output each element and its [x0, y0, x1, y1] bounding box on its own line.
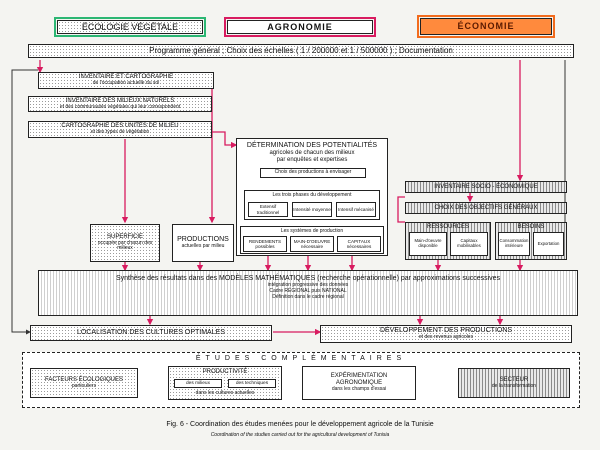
ecologie-header: ÉCOLOGIE VÉGÉTALE: [57, 20, 203, 34]
productions-subtitle: actuelles par milieu: [181, 243, 225, 250]
programme-label: Programme général ; Choix des échelles (…: [149, 46, 453, 56]
agronomie-label: AGRONOMIE: [267, 21, 333, 32]
experimentation-subtitle: AGRONOMIQUE: [335, 380, 383, 387]
productions-box: PRODUCTIONS actuelles par milieu: [172, 224, 234, 262]
inventaire-socio-label: INVENTAIRE SOCIO - ÉCONOMIQUE: [434, 183, 538, 190]
ecologie-label: ÉCOLOGIE VÉGÉTALE: [81, 21, 179, 32]
besoins-title: BESOINS: [517, 224, 545, 230]
caption-main: Fig. 6 - Coordination des études menées …: [166, 421, 434, 428]
phase-intensif-label: Intensif mécanisé: [338, 206, 374, 212]
systeme-main-oeuvre: MAIN-D'OEUVRE nécessaire: [290, 236, 334, 252]
facteurs-subtitle: particuliers: [71, 382, 97, 389]
superficie-subtitle: occupée par chacun des milieux: [97, 239, 153, 252]
experimentation-detail: dans les champs d'essai: [331, 386, 387, 393]
choix-productions-box: Choix des productions à envisager: [260, 168, 366, 178]
choix-productions-label: Choix des productions à envisager: [274, 169, 352, 176]
economie-label: ÉCONOMIE: [457, 21, 515, 32]
besoin-consommation-label: Consommation intérieure: [499, 238, 529, 248]
figure-caption: Fig. 6 - Coordination des études menées …: [0, 421, 600, 428]
productivite-cultures: dans les cultures actuelles: [174, 389, 276, 398]
ressource-main-oeuvre-label: Main-d'oeuvre disponible: [414, 238, 442, 248]
ressource-capitaux-label: Capitaux mobilisables: [457, 238, 481, 248]
ressource-main-oeuvre: Main-d'oeuvre disponible: [409, 232, 447, 256]
productivite-title: PRODUCTIVITÉ: [202, 369, 248, 375]
productivite-milieux: des milieux: [174, 379, 222, 388]
synthese-integration: intégration progressive des données: [267, 282, 349, 289]
synthese-box: Synthèse des résultats dans des MODÈLES …: [38, 270, 578, 316]
phase-intensite-moyenne: Intensité moyenne: [292, 202, 332, 217]
arrow-carto-to-determination: [210, 131, 238, 149]
productivite-techniques: des techniques: [228, 379, 276, 388]
determination-title: DÉTERMINATION DES POTENTIALITÉS: [246, 142, 378, 149]
choix-objectifs-label: CHOIX DES OBJECTIFS GÉNÉRAUX: [434, 204, 538, 211]
synthese-cadre: Cadre RÉGIONAL puis NATIONAL: [269, 287, 347, 294]
ressource-capitaux: Capitaux mobilisables: [450, 232, 488, 256]
inventaire-cartographie-box: INVENTAIRE ET CARTOGRAPHIE de l'occupati…: [38, 72, 214, 89]
inventaire-socio-box: INVENTAIRE SOCIO - ÉCONOMIQUE: [405, 181, 567, 193]
carto-subtitle: et des types de végétation: [90, 129, 150, 136]
phase-extensif: Extensif traditionnel: [248, 202, 288, 217]
secteur-box: SECTEUR de la transformation: [458, 368, 570, 398]
milieux-subtitle: et des communautés végétales qui leur co…: [59, 103, 181, 110]
carto-title: CARTOGRAPHIE DES UNITÉS DE MILIEU: [61, 123, 179, 130]
cartographie-unites-box: CARTOGRAPHIE DES UNITÉS DE MILIEU et des…: [28, 121, 212, 138]
etudes-title: ÉTUDES COMPLÉMENTAIRES: [195, 355, 407, 362]
experimentation-title: EXPÉRIMENTATION: [330, 373, 388, 380]
systemes-title: Les systèmes de production: [280, 228, 344, 234]
synthese-definition: Définition dans le cadre régional: [272, 293, 344, 300]
milieux-title: INVENTAIRE DES MILIEUX NATURELS: [65, 97, 175, 104]
phase-intensif: Intensif mécanisé: [336, 202, 376, 217]
superficie-box: SUPERFICIE occupée par chacun des milieu…: [90, 224, 160, 262]
agronomie-header: AGRONOMIE: [227, 20, 373, 34]
determination-sub1: agricoles de chacun des milieux: [269, 150, 355, 157]
productivite-cultures-label: dans les cultures actuelles: [195, 389, 255, 396]
phase-extensif-label: Extensif traditionnel: [256, 204, 280, 215]
phases-title: Les trois phases du développement: [272, 192, 352, 198]
determination-sub2: par enquêtes et expertises: [276, 156, 348, 163]
productions-title: PRODUCTIONS: [177, 236, 229, 244]
inventaire-milieux-box: INVENTAIRE DES MILIEUX NATURELS et des c…: [28, 96, 212, 112]
economie-header: ÉCONOMIE: [420, 18, 552, 35]
productivite-milieux-label: des milieux: [186, 380, 210, 386]
systeme-capitaux: CAPITAUX nécessaires: [337, 236, 381, 252]
secteur-subtitle: de la transformation: [491, 382, 537, 389]
systeme-rendements: RENDEMENTS possibles: [243, 236, 287, 252]
localisation-label: LOCALISATION DES CULTURES OPTIMALES: [77, 328, 225, 336]
developpement-subtitle: et des revenus agricoles: [418, 334, 474, 341]
caption-sub: Coordination of the studies carried out …: [210, 432, 390, 438]
phase-intensite-label: Intensité moyenne: [293, 206, 331, 212]
inventaire-title: INVENTAIRE ET CARTOGRAPHIE: [78, 74, 174, 81]
choix-objectifs-box: CHOIX DES OBJECTIFS GÉNÉRAUX: [405, 202, 567, 214]
programme-bar: Programme général ; Choix des échelles (…: [28, 44, 574, 58]
experimentation-box: EXPÉRIMENTATION AGRONOMIQUE dans les cha…: [302, 366, 416, 400]
besoin-exportation: Exportation: [533, 232, 564, 256]
synthese-main: Synthèse des résultats dans des MODÈLES …: [115, 275, 501, 282]
developpement-box: DÉVELOPPEMENT DES PRODUCTIONS et des rev…: [320, 325, 572, 343]
besoin-exportation-label: Exportation: [537, 240, 560, 246]
inventaire-subtitle: de l'occupation actuelle du sol: [92, 80, 160, 87]
facteurs-ecologiques-box: FACTEURS ÉCOLOGIQUES particuliers: [30, 368, 138, 398]
secteur-title: SECTEUR: [499, 376, 529, 383]
systeme-rendements-label: RENDEMENTS possibles: [248, 238, 282, 249]
facteurs-title: FACTEURS ÉCOLOGIQUES: [44, 376, 123, 383]
developpement-title: DÉVELOPPEMENT DES PRODUCTIONS: [379, 327, 513, 335]
superficie-title: SUPERFICIE: [106, 233, 143, 240]
systeme-capitaux-label: CAPITAUX nécessaires: [346, 238, 372, 249]
ressources-title: RESSOURCES: [426, 224, 469, 230]
localisation-box: LOCALISATION DES CULTURES OPTIMALES: [30, 325, 272, 341]
besoin-consommation: Consommation intérieure: [498, 232, 530, 256]
productivite-techniques-label: des techniques: [235, 380, 269, 386]
figure-caption-english: Coordination of the studies carried out …: [0, 432, 600, 438]
systeme-main-oeuvre-label: MAIN-D'OEUVRE nécessaire: [293, 238, 331, 249]
